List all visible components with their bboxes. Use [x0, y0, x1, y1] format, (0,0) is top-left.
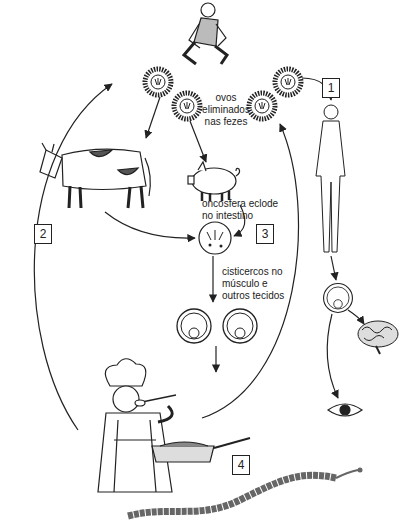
arrow: [215, 346, 216, 372]
head: [201, 3, 215, 17]
torso: [194, 18, 218, 46]
arrow: [105, 212, 195, 238]
callout-box: 1: [322, 78, 340, 98]
pig-body: [192, 168, 236, 194]
pig-tail: [236, 168, 240, 176]
cysticercus: [177, 309, 211, 343]
pig-ear: [198, 162, 206, 171]
callout-number: 4: [238, 458, 245, 472]
arrow: [212, 256, 213, 302]
arrow: [348, 310, 364, 324]
callout-number: 3: [262, 227, 269, 241]
human-figure: [316, 105, 345, 252]
arrow: [34, 84, 112, 430]
chef-head: [113, 386, 139, 412]
stage-label: cisticercos no músculo e outros tecidos: [222, 266, 297, 302]
chef-arm: [158, 406, 172, 422]
brain: [358, 321, 398, 354]
callout-box: 4: [232, 455, 250, 475]
cow-head: [40, 150, 62, 178]
eye: [328, 404, 362, 416]
egg: [145, 69, 171, 95]
callout-number: 2: [40, 227, 47, 241]
chef: [98, 359, 176, 492]
arrow: [146, 97, 160, 138]
stage-label: ovos eliminados nas fezes: [197, 92, 255, 128]
callout-box: 2: [34, 224, 52, 244]
stage-label: oncosfera eclode no intestino: [202, 198, 287, 222]
chef-hat: [105, 359, 145, 386]
cow-horns: [42, 143, 54, 152]
legs: [184, 42, 227, 64]
spoon: [142, 395, 176, 402]
egg: [275, 69, 301, 95]
apron: [114, 420, 156, 492]
cow-tail: [145, 158, 150, 196]
arrow: [190, 121, 206, 162]
pig-snout: [188, 176, 194, 184]
arrow: [202, 124, 298, 418]
cow-body: [62, 149, 146, 189]
spoon-bowl: [135, 400, 145, 406]
egg: [174, 93, 200, 119]
cow-spots: [90, 150, 138, 175]
cow-legs: [69, 186, 143, 208]
cysticercus: [324, 284, 353, 313]
egg: [249, 93, 275, 119]
arrow: [327, 314, 338, 398]
oncosphere: [199, 222, 231, 254]
arrow: [331, 256, 336, 280]
callout-number: 1: [328, 81, 335, 95]
cysticercus: [223, 309, 257, 343]
callout-box: 3: [256, 224, 274, 244]
pig: [188, 162, 240, 201]
human-host: [184, 3, 227, 64]
